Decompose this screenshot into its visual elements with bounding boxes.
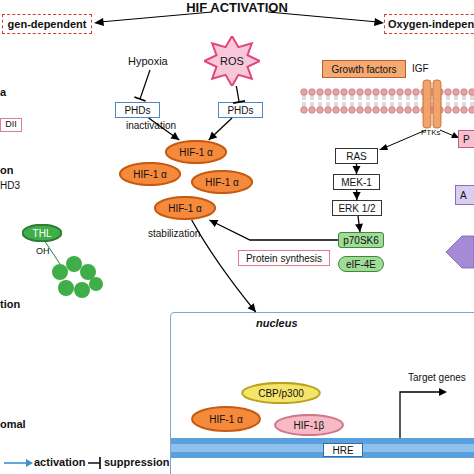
node-text: HIF-1 α	[133, 169, 167, 180]
node-text: HIF-1 α	[209, 414, 243, 425]
fragment-label: OH	[36, 246, 50, 256]
node-text: ERK 1/2	[338, 203, 375, 214]
process-box: Growth factors	[322, 60, 406, 78]
receptor-ptk	[379, 80, 459, 150]
arrow-head	[248, 303, 256, 312]
group-box: Oxygen-indepen	[384, 14, 474, 34]
nucleus-box: nucleusCBP/p300HIF-1 α HIF-1βHRE	[170, 312, 474, 474]
diagram-title: HIF ACTIVATION	[0, 0, 474, 15]
arrow-connector	[355, 216, 363, 232]
protein-ellipse: HIF-1 α	[119, 162, 181, 186]
node-text: HIF-1 α	[205, 177, 239, 188]
node-text: HIF-1 α	[179, 147, 213, 158]
process-box: eIF-4E	[338, 256, 384, 272]
arrow-head	[170, 132, 179, 140]
node-text: ROS	[220, 55, 244, 67]
ros-star: ROS	[204, 36, 260, 86]
arrow-connector	[149, 118, 180, 140]
mtor-shape	[446, 236, 474, 268]
protein-ellipse: HIF-1β	[274, 414, 344, 436]
fragment-label: omal	[0, 418, 26, 430]
node-text: HIF-1 α	[168, 203, 202, 214]
hypoxia-inhibition	[134, 70, 150, 101]
transcription-arrow	[400, 388, 447, 438]
dna-element-box: HRE	[323, 443, 363, 457]
process-box: RAS	[335, 148, 378, 164]
node-text: P	[463, 134, 470, 145]
process-box: PHDs	[218, 102, 263, 118]
node-text: HRE	[332, 445, 353, 456]
process-label: stabilization	[148, 228, 200, 239]
ligand-label: IGF	[412, 63, 429, 74]
process-box: MEK-1	[333, 174, 380, 190]
process-box: ERK 1/2	[332, 200, 382, 216]
connector-line	[358, 216, 360, 232]
kinase-box: P	[458, 130, 474, 148]
vhl-ellipse: THL	[22, 224, 62, 242]
inhibition-bar	[233, 101, 245, 103]
outcome-box: Protein synthesis	[238, 250, 330, 266]
legend-text: suppression	[104, 456, 169, 468]
node-text: gen-dependent	[8, 18, 87, 30]
node-text: PHDs	[227, 105, 253, 116]
legend-text: activation	[34, 456, 85, 468]
node-text: nucleus	[256, 317, 298, 329]
protein-ellipse: HIF-1 α	[154, 196, 216, 220]
connector-line	[209, 118, 232, 140]
arrow-head	[209, 220, 218, 227]
node-text: THL	[33, 228, 52, 239]
process-label: inactivation	[126, 120, 176, 131]
fragment-label: on	[0, 164, 13, 176]
dna-strand	[170, 438, 474, 458]
output-label: Target genes	[408, 372, 466, 383]
ubiquitin-chain	[44, 240, 103, 298]
node-text: MEK-1	[341, 177, 372, 188]
cell-membrane	[300, 88, 474, 114]
node-text: PHDs	[124, 105, 150, 116]
connector-line	[236, 86, 239, 102]
receptor-label: PTKs	[421, 128, 441, 137]
stimulus-label: Hypoxia	[128, 55, 168, 67]
connector-line	[192, 220, 256, 312]
fragment-label: HD3	[0, 180, 20, 191]
legend-samples	[4, 457, 100, 469]
node-text: RAS	[346, 151, 367, 162]
arrow-connector	[192, 220, 256, 312]
protein-ellipse: HIF-1 α	[191, 170, 253, 194]
arrow-head	[355, 224, 363, 232]
protein-ellipse: HIF-1 α	[165, 140, 227, 164]
arrow-connector	[209, 118, 232, 140]
arrow-connector	[233, 86, 245, 103]
connector-line	[356, 164, 357, 174]
fragment-label: a	[0, 86, 6, 98]
protein-ellipse: CBP/p300	[241, 382, 321, 404]
node-text: A	[460, 190, 467, 201]
arrow-head	[353, 192, 361, 200]
process-box: p70SK6	[338, 232, 384, 248]
arrow-head	[353, 166, 361, 174]
protein-ellipse: HIF-1 α	[191, 406, 261, 432]
node-text: p70SK6	[343, 235, 379, 246]
node-text: HIF-1β	[294, 420, 325, 431]
node-text: Oxygen-indepen	[388, 18, 474, 30]
fragment-label: tion	[0, 298, 20, 310]
node-text: CBP/p300	[258, 388, 304, 399]
node-text: eIF-4E	[346, 259, 376, 270]
kinase-box: A	[455, 185, 474, 205]
group-box: gen-dependent	[2, 14, 92, 34]
node-text: DII	[5, 120, 17, 130]
arrow-connector	[353, 190, 361, 200]
process-box: PHDs	[115, 102, 160, 118]
connector-line	[209, 220, 338, 240]
arrow-head	[209, 132, 218, 140]
arrow-connector	[209, 220, 338, 240]
node-text: Growth factors	[331, 64, 396, 75]
connector-line	[356, 190, 357, 200]
enzyme-box: DII	[0, 118, 22, 132]
connector-line	[149, 118, 180, 140]
node-text: Protein synthesis	[246, 253, 322, 264]
arrow-connector	[353, 164, 361, 174]
